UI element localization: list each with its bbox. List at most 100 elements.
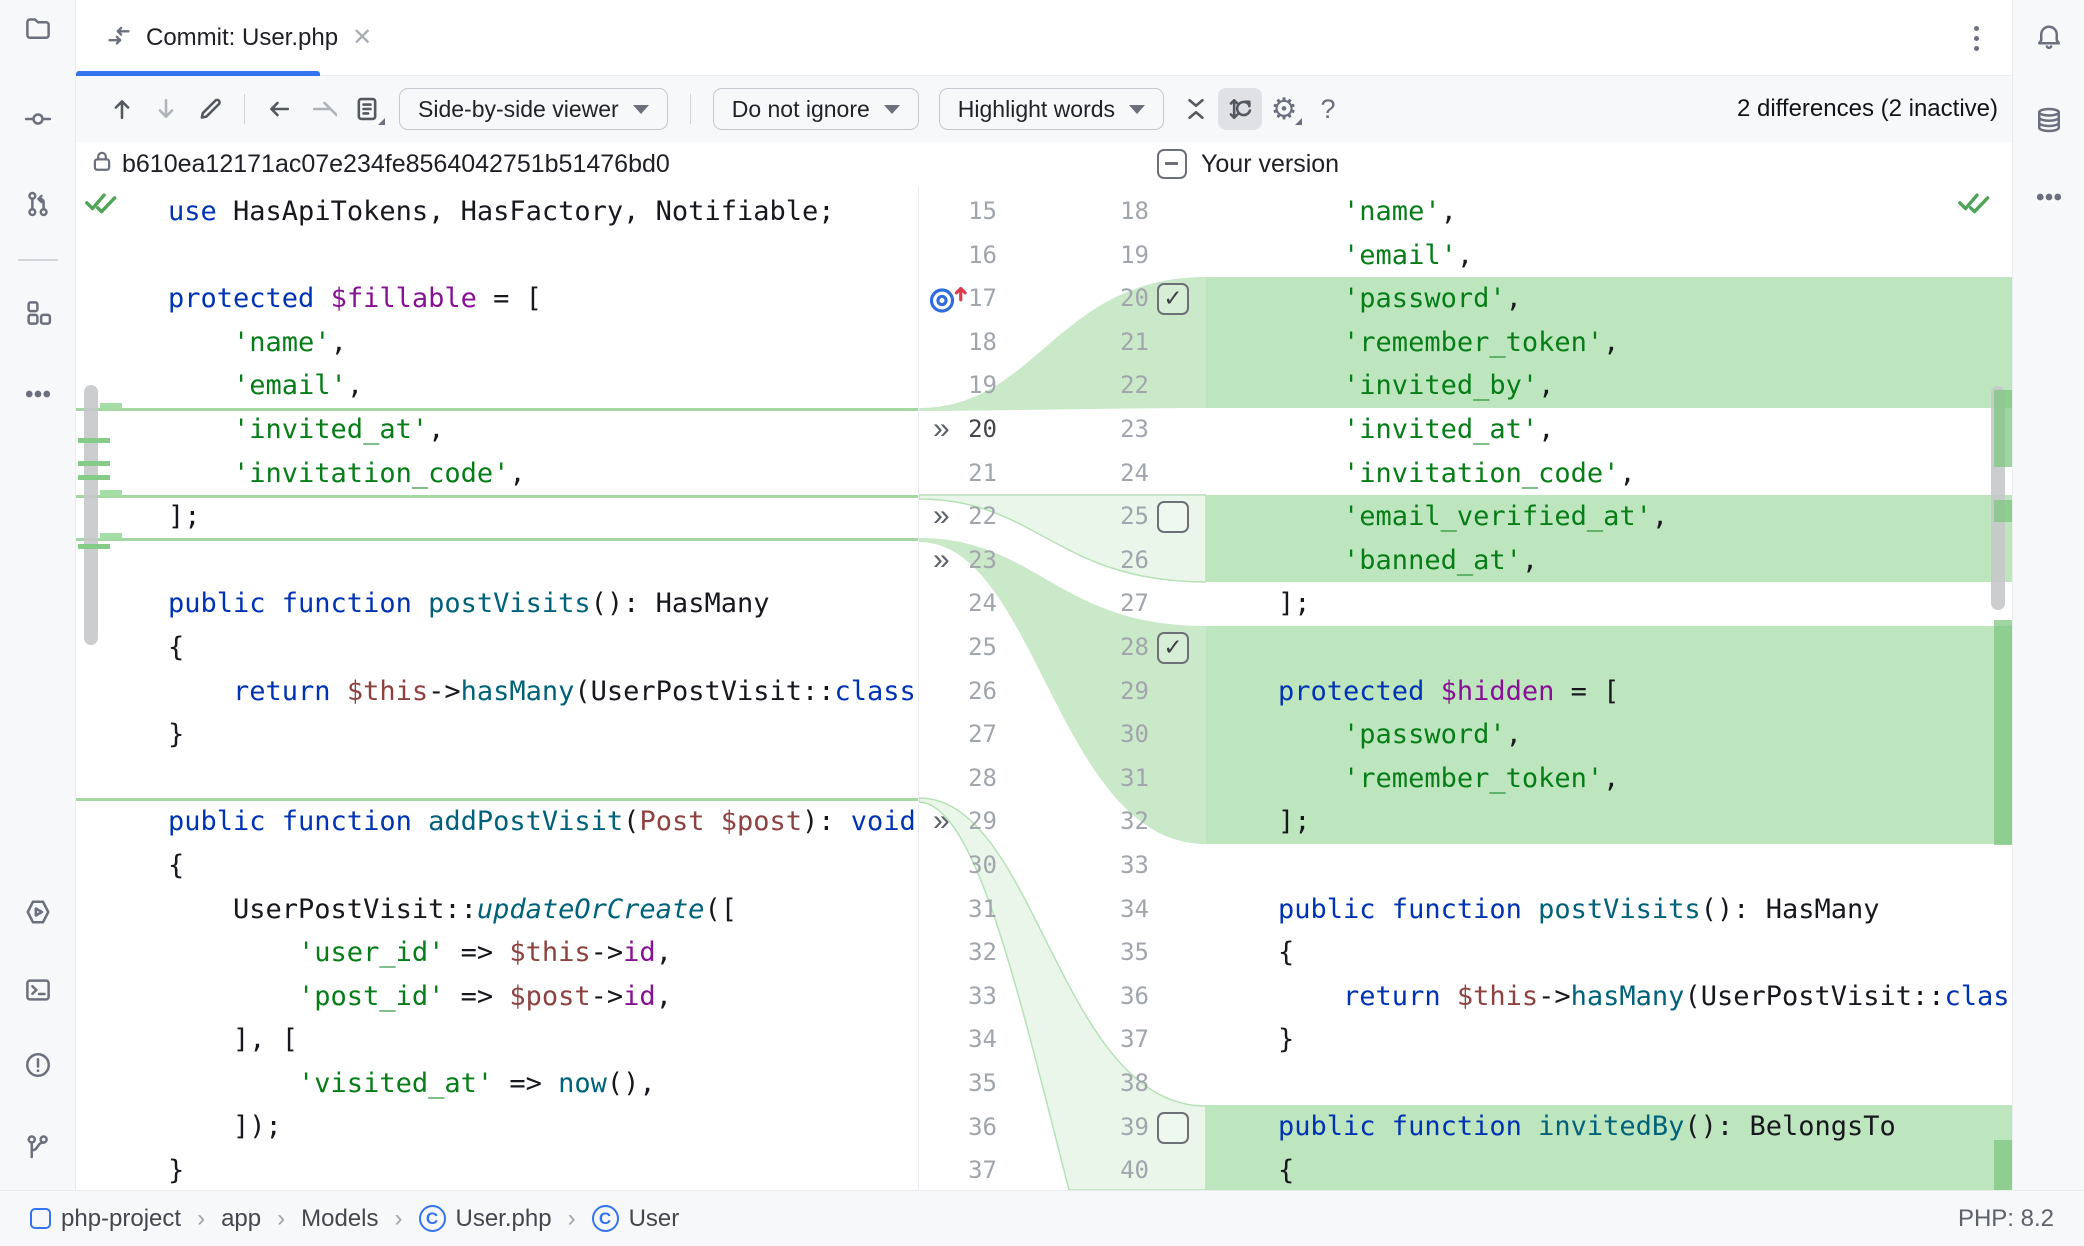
code-line[interactable]: 'invitation_code', xyxy=(168,452,918,496)
more-icon[interactable] xyxy=(2032,180,2066,214)
code-line[interactable]: use HasApiTokens, HasFactory, Notifiable… xyxy=(168,190,918,234)
pull-request-icon[interactable] xyxy=(21,187,55,221)
code-line[interactable]: 'banned_at', xyxy=(1205,538,2012,583)
collapse-unchanged-button[interactable] xyxy=(1174,88,1218,130)
left-editor[interactable]: use HasApiTokens, HasFactory, Notifiable… xyxy=(76,186,918,1190)
structure-icon[interactable] xyxy=(21,296,55,330)
code-line[interactable]: 'remember_token', xyxy=(1205,320,2012,365)
code-line[interactable]: public function addPostVisit(Post $post)… xyxy=(168,800,918,844)
code-line[interactable]: } xyxy=(168,1149,918,1190)
code-line[interactable]: 'invited_by', xyxy=(1205,364,2012,408)
code-line[interactable]: 'password', xyxy=(1205,713,2012,757)
changed-files-list-icon[interactable] xyxy=(345,88,389,130)
code-line[interactable]: 'invitation_code', xyxy=(1213,452,2012,496)
code-token: hasMany xyxy=(1570,980,1685,1012)
code-line[interactable]: 'invited_at', xyxy=(1213,408,2012,452)
back-button[interactable] xyxy=(257,88,301,130)
run-icon[interactable] xyxy=(21,895,55,929)
breadcrumb-item[interactable]: php-project xyxy=(30,1205,181,1233)
forward-button[interactable] xyxy=(301,88,345,130)
apply-change-checkbox[interactable] xyxy=(1157,501,1189,534)
code-token: , xyxy=(1538,370,1555,402)
code-token: , xyxy=(428,413,445,445)
code-line[interactable]: ], [ xyxy=(168,1018,918,1062)
code-line[interactable] xyxy=(168,539,918,583)
terminal-icon[interactable] xyxy=(21,973,55,1007)
settings-gear-icon[interactable]: ⚙ xyxy=(1262,88,1306,130)
code-line[interactable]: 'email', xyxy=(1213,234,2012,278)
more-icon[interactable] xyxy=(21,377,55,411)
code-line[interactable]: 'email_verified_at', xyxy=(1205,495,2012,539)
left-scrollbar-thumb[interactable] xyxy=(84,385,98,645)
code-line[interactable] xyxy=(1213,844,2012,888)
code-line[interactable]: { xyxy=(168,844,918,888)
code-line[interactable]: ]; xyxy=(168,495,918,539)
code-line[interactable] xyxy=(1213,1062,2012,1106)
code-line[interactable]: 'visited_at' => now(), xyxy=(168,1062,918,1106)
close-icon[interactable]: ✕ xyxy=(352,24,373,51)
synchronize-scrolling-button[interactable] xyxy=(1218,88,1263,130)
code-line[interactable]: ]); xyxy=(168,1105,918,1149)
select-all-changes-checkbox[interactable] xyxy=(1157,149,1187,179)
code-line[interactable]: } xyxy=(168,713,918,757)
code-line[interactable]: UserPostVisit::updateOrCreate([ xyxy=(168,888,918,932)
kebab-menu-icon[interactable] xyxy=(1962,24,1990,52)
code-line[interactable]: protected $hidden = [ xyxy=(1205,669,2012,714)
code-line[interactable]: { xyxy=(168,626,918,670)
breadcrumb-item[interactable]: app xyxy=(221,1204,262,1232)
problems-icon[interactable] xyxy=(21,1048,55,1082)
help-button[interactable]: ? xyxy=(1320,93,1336,124)
code-line[interactable]: 'remember_token', xyxy=(1205,756,2012,801)
code-line[interactable]: 'name', xyxy=(168,321,918,365)
code-token: class xyxy=(1944,980,2012,1012)
edit-source-button[interactable] xyxy=(188,88,232,130)
code-token: } xyxy=(168,1155,185,1187)
code-line[interactable]: public function postVisits(): HasMany xyxy=(168,582,918,626)
breadcrumb-item[interactable]: Models xyxy=(301,1204,379,1232)
tab-commit-user-php[interactable]: Commit: User.php ✕ xyxy=(76,0,372,77)
right-editor[interactable]: 'name', 'email', 'password', 'remember_t… xyxy=(1205,186,2012,1190)
code-line[interactable] xyxy=(168,234,918,278)
code-token: 'password' xyxy=(1213,283,1506,315)
highlight-mode-dropdown[interactable]: Highlight words xyxy=(938,88,1165,130)
next-change-button[interactable] xyxy=(144,88,188,130)
code-line[interactable]: protected $fillable = [ xyxy=(168,277,918,321)
code-line[interactable] xyxy=(168,757,918,801)
code-line[interactable]: 'invited_at', xyxy=(168,408,918,452)
apply-change-checkbox[interactable]: ✓ xyxy=(1157,632,1189,664)
breadcrumb-separator: › xyxy=(197,1204,206,1232)
database-icon[interactable] xyxy=(2032,103,2066,137)
code-line[interactable]: 'password', xyxy=(1205,277,2012,321)
apply-change-checkbox[interactable] xyxy=(1157,1111,1189,1144)
code-line[interactable]: { xyxy=(1213,931,2012,975)
code-line[interactable]: public function postVisits(): HasMany xyxy=(1213,888,2012,932)
code-line[interactable]: } xyxy=(1213,1018,2012,1062)
code-line[interactable]: 'email', xyxy=(168,364,918,408)
code-line[interactable]: return $this->hasMany(UserPostVisit::cla… xyxy=(168,670,918,714)
code-token: ([ xyxy=(704,893,737,925)
code-line[interactable] xyxy=(1205,625,2012,670)
code-line[interactable]: return $this->hasMany(UserPostVisit::cla… xyxy=(1213,975,2012,1019)
code-line[interactable]: 'name', xyxy=(1213,190,2012,234)
git-branch-icon[interactable] xyxy=(21,1130,55,1164)
code-line[interactable]: public function invitedBy(): BelongsTo xyxy=(1205,1105,2012,1150)
viewer-mode-dropdown[interactable]: Side-by-side viewer xyxy=(399,88,668,130)
commit-icon[interactable] xyxy=(21,102,55,136)
code-line[interactable]: ]; xyxy=(1213,582,2012,626)
code-line[interactable]: { xyxy=(1205,1149,2012,1190)
bell-icon[interactable] xyxy=(2032,20,2066,54)
code-token: , xyxy=(655,937,672,969)
code-line[interactable]: 'user_id' => $this->id, xyxy=(168,931,918,975)
code-line[interactable]: 'post_id' => $post->id, xyxy=(168,975,918,1019)
code-token: { xyxy=(1213,1155,1295,1187)
code-line[interactable]: ]; xyxy=(1205,800,2012,844)
apply-change-checkbox[interactable]: ✓ xyxy=(1157,283,1189,316)
previous-change-button[interactable] xyxy=(100,88,144,130)
whitespace-policy-dropdown[interactable]: Do not ignore xyxy=(712,88,919,130)
folder-icon[interactable] xyxy=(21,11,55,45)
php-version-label[interactable]: PHP: 8.2 xyxy=(1957,1204,2054,1232)
